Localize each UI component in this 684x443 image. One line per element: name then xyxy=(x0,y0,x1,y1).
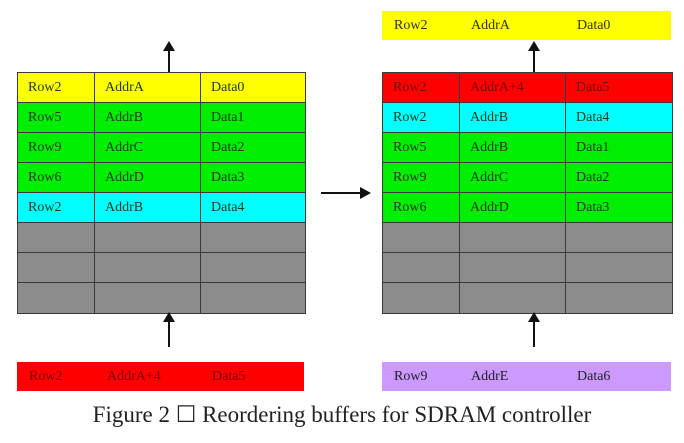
addr-cell xyxy=(460,223,566,252)
right-output-row: Row2 xyxy=(394,17,428,33)
addr-cell: AddrA xyxy=(95,73,201,102)
addr-cell: AddrB xyxy=(95,103,201,132)
addr-cell: AddrC xyxy=(460,163,566,192)
row-cell xyxy=(18,253,95,282)
data-cell xyxy=(566,223,672,252)
addr-cell xyxy=(95,283,201,313)
left-input-data: Data5 xyxy=(212,368,246,384)
right-incoming-request: Row9 AddrE Data6 xyxy=(382,362,671,391)
right-input-addr: AddrE xyxy=(471,368,509,384)
buffer-row xyxy=(383,253,672,283)
row-cell: Row2 xyxy=(383,103,460,132)
data-cell: Data4 xyxy=(576,109,610,125)
addr-cell xyxy=(95,223,201,252)
figure-caption: Figure 2 ☐ Reordering buffers for SDRAM … xyxy=(92,402,592,427)
row-cell: Row9 xyxy=(383,163,460,192)
addr-cell: AddrD xyxy=(460,193,566,222)
buffer-row xyxy=(383,223,672,253)
row-cell: Row2 xyxy=(383,73,460,102)
right-input-row: Row9 xyxy=(394,368,428,384)
right-input-arrow xyxy=(528,312,540,347)
row-cell: Row2 xyxy=(18,193,95,222)
row-cell xyxy=(383,283,460,313)
data-cell: Data0 xyxy=(211,79,245,95)
left-incoming-request: Row2 AddrA+4 Data5 xyxy=(17,362,304,391)
data-cell: Data2 xyxy=(576,169,610,185)
addr-cell xyxy=(460,283,566,313)
right-input-data: Data6 xyxy=(577,368,611,384)
data-cell: Data3 xyxy=(211,169,245,185)
row-cell: Row2 xyxy=(18,73,95,102)
data-cell xyxy=(201,253,305,282)
buffer-row xyxy=(18,253,305,283)
addr-cell xyxy=(95,253,201,282)
data-cell: Data5 xyxy=(576,79,610,95)
buffer-row xyxy=(18,283,305,313)
data-cell xyxy=(201,283,305,313)
left-output-arrow xyxy=(163,41,175,72)
data-cell: Data2 xyxy=(211,139,245,155)
data-cell xyxy=(566,283,672,313)
data-cell: Data3 xyxy=(576,199,610,215)
left-input-row: Row2 xyxy=(29,368,63,384)
row-cell xyxy=(383,223,460,252)
addr-cell: AddrB xyxy=(460,133,566,162)
data-cell: Data4 xyxy=(211,199,245,215)
row-cell xyxy=(18,283,95,313)
row-cell xyxy=(18,223,95,252)
data-cell: Data1 xyxy=(576,139,610,155)
buffer-row xyxy=(383,283,672,313)
right-output-arrow xyxy=(528,41,540,72)
row-cell xyxy=(383,253,460,282)
row-cell: Row5 xyxy=(18,103,95,132)
left-input-addr: AddrA+4 xyxy=(107,368,161,384)
data-cell xyxy=(201,223,305,252)
data-cell xyxy=(566,253,672,282)
buffer-row xyxy=(18,223,305,253)
addr-cell xyxy=(460,253,566,282)
addr-cell: AddrD xyxy=(95,163,201,192)
addr-cell: AddrC xyxy=(95,133,201,162)
row-cell: Row6 xyxy=(18,163,95,192)
transition-arrow xyxy=(321,187,371,199)
right-outgoing-request: Row2 AddrA Data0 xyxy=(382,11,671,40)
right-output-addr: AddrA xyxy=(471,17,510,33)
addr-cell: AddrA+4 xyxy=(460,73,566,102)
addr-cell: AddrB xyxy=(460,103,566,132)
left-input-arrow xyxy=(163,312,175,347)
row-cell: Row5 xyxy=(383,133,460,162)
addr-cell: AddrB xyxy=(95,193,201,222)
row-cell: Row6 xyxy=(383,193,460,222)
row-cell: Row9 xyxy=(18,133,95,162)
right-output-data: Data0 xyxy=(577,17,611,33)
data-cell: Data1 xyxy=(211,109,245,125)
